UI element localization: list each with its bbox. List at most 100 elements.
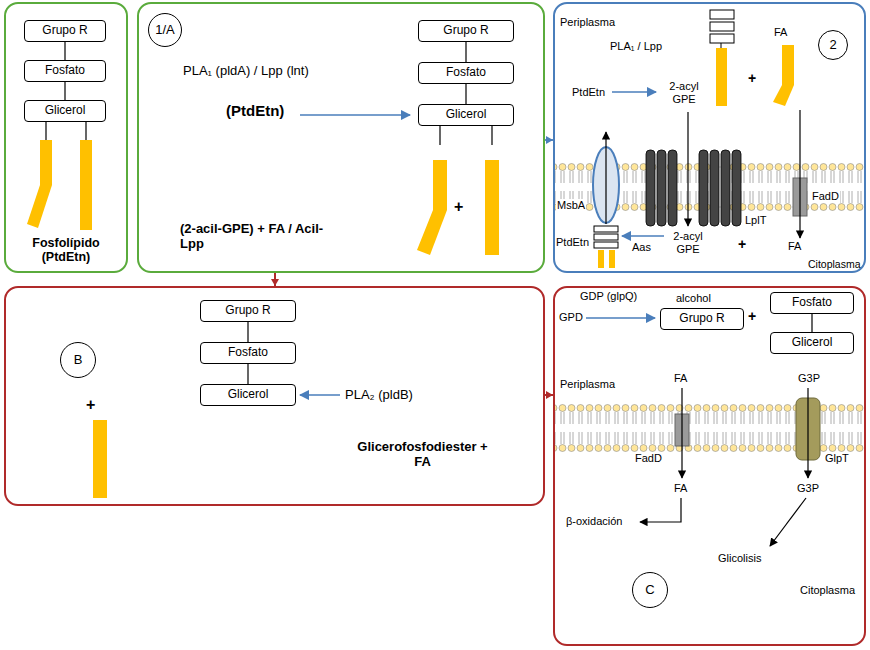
panel-text: + bbox=[748, 308, 756, 324]
box-label: Grupo R bbox=[225, 304, 270, 318]
box-label: Grupo R bbox=[42, 24, 87, 38]
membrane-proteins bbox=[732, 150, 741, 226]
lipid-symbols bbox=[710, 34, 734, 43]
link-line bbox=[248, 322, 249, 342]
link-line bbox=[65, 42, 66, 60]
membrane-proteins bbox=[646, 150, 655, 226]
lipid-symbols bbox=[773, 85, 794, 106]
panel-text: FA bbox=[674, 372, 687, 385]
panel-text: Aas bbox=[632, 241, 651, 254]
flow-arrow bbox=[271, 273, 279, 286]
lipid-part-box: Grupo R bbox=[24, 20, 106, 42]
panel-text: (PtdEtn) bbox=[226, 102, 284, 119]
panel-text: 2-acyl GPE bbox=[666, 230, 710, 255]
process-panel: Fosfolípido (PtdEtn) Grupo R FosfatoGlicer… bbox=[4, 2, 128, 273]
lipid-symbols bbox=[721, 43, 722, 48]
lipid-part-box: Grupo R bbox=[418, 20, 514, 42]
enzyme-arrows bbox=[300, 92, 664, 395]
transport-arrows bbox=[770, 498, 806, 546]
process-panel: +PLA₂ (pldB)Glicerofosfodiester + FABGru… bbox=[4, 286, 545, 506]
panel-text: Citoplasma bbox=[808, 258, 861, 270]
panel-text: Citoplasma bbox=[800, 584, 855, 597]
panel-text: PtdEtn bbox=[572, 86, 605, 99]
membrane-proteins bbox=[699, 150, 708, 226]
transport-arrows bbox=[606, 110, 808, 546]
enzyme-arrows bbox=[622, 235, 664, 237]
box-label: Grupo R bbox=[679, 312, 724, 326]
box-label: Fosfato bbox=[45, 64, 85, 78]
lipid-symbols bbox=[782, 45, 794, 85]
panel-text: Fosfolípido (PtdEtn) bbox=[8, 236, 124, 265]
box-label: Fosfato bbox=[228, 346, 268, 360]
fatty-acid-tails bbox=[491, 126, 492, 145]
transport-arrows bbox=[687, 112, 688, 226]
panel-text: FA bbox=[788, 240, 801, 253]
panel-text: + bbox=[748, 70, 756, 86]
transport-arrows bbox=[807, 388, 808, 478]
connector-line bbox=[465, 84, 466, 104]
panel-text: GPD bbox=[559, 311, 583, 324]
box-label: Grupo R bbox=[443, 24, 488, 38]
panel-text: alcohol bbox=[676, 292, 711, 305]
fatty-acid-tails bbox=[93, 420, 107, 498]
fatty-acid-tails bbox=[85, 122, 86, 140]
panel-text: (2-acil-GPE) + FA / Acil-Lpp bbox=[180, 222, 345, 252]
lipid-symbols bbox=[594, 226, 618, 232]
fatty-acid-tails bbox=[40, 140, 52, 185]
arrow-head bbox=[546, 391, 553, 399]
step-label: 1/A bbox=[155, 23, 175, 38]
lipid-part-box: Fosfato bbox=[24, 60, 106, 82]
fatty-acid-tails bbox=[439, 126, 440, 145]
arrow-head bbox=[271, 279, 279, 286]
fatty-acid-tails bbox=[27, 185, 52, 228]
connector-line bbox=[64, 82, 65, 100]
process-panel: PeriplasmaPLA₁ / LppPtdEtn2-acyl GPE+FAM… bbox=[553, 2, 866, 273]
arrow-head bbox=[546, 136, 553, 144]
lipid-part-box: Glicerol bbox=[200, 384, 296, 406]
step-circle: 1/A bbox=[148, 13, 182, 47]
box-label: Glicerol bbox=[228, 388, 269, 402]
panel-text: FA bbox=[674, 482, 687, 495]
box-label: Fosfato bbox=[792, 296, 832, 310]
lipid-symbols bbox=[594, 234, 618, 240]
connector-line bbox=[64, 42, 65, 60]
lipid-symbols bbox=[594, 242, 618, 248]
step-circle: C bbox=[632, 572, 668, 608]
lipid-part-box: Grupo R bbox=[200, 300, 296, 322]
lipid-part-box: Glicerol bbox=[418, 104, 514, 126]
flow-arrow bbox=[545, 391, 553, 399]
panel-text: 2-acyl GPE bbox=[662, 80, 706, 105]
panel-text: + bbox=[454, 198, 463, 216]
connector-line bbox=[465, 42, 466, 62]
lipid-part-box: Glicerol bbox=[24, 100, 106, 122]
panel-text: FA bbox=[774, 26, 787, 39]
lipid-part-box: Fosfato bbox=[200, 342, 296, 364]
lipid-symbols bbox=[710, 10, 734, 19]
lipid-part-box: Glicerol bbox=[770, 332, 854, 354]
step-label: C bbox=[645, 583, 654, 598]
panel-text: β-oxidación bbox=[566, 515, 622, 528]
transport-arrows bbox=[640, 498, 681, 522]
transport-arrows bbox=[605, 132, 606, 224]
panel-text: G3P bbox=[798, 372, 820, 385]
membrane-proteins bbox=[710, 150, 719, 226]
connector-line bbox=[811, 314, 812, 332]
fatty-acid-tails bbox=[80, 140, 92, 230]
panel-text: GDP (glpQ) bbox=[580, 290, 637, 303]
lipid-symbols bbox=[716, 48, 727, 106]
panel-text: PLA₁ (pldA) / Lpp (lnt) bbox=[183, 64, 309, 79]
step-circle: 2 bbox=[818, 30, 848, 60]
enzyme-arrows bbox=[300, 114, 410, 116]
panel-text: + bbox=[86, 396, 95, 414]
transport-arrows bbox=[799, 110, 800, 238]
lipid-part-box: Fosfato bbox=[418, 62, 514, 84]
enzyme-arrows bbox=[612, 91, 656, 93]
transport-arrows bbox=[681, 388, 682, 478]
box-label: Glicerol bbox=[45, 104, 86, 118]
fatty-acid-tails bbox=[45, 122, 46, 140]
panel-text: Glicolisis bbox=[718, 552, 761, 565]
flow-arrow bbox=[545, 136, 553, 144]
process-panel: PLA₁ (pldA) / Lpp (lnt) (PtdEtn) (2-acil-G… bbox=[137, 2, 545, 273]
link-line bbox=[466, 84, 467, 104]
